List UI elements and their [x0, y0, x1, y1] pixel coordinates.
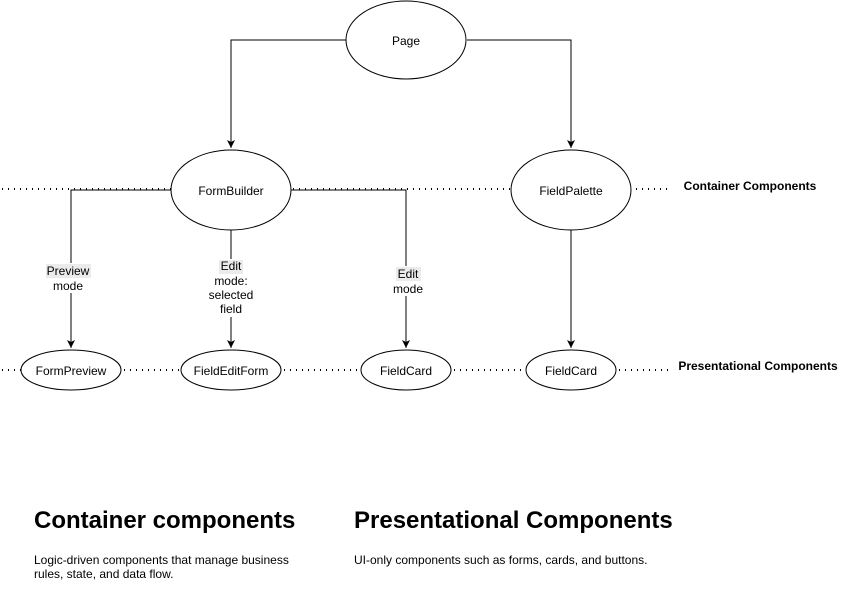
edge-page-to-formbuilder	[227, 39, 346, 148]
edge-label-line: field	[220, 302, 242, 316]
node-label: FormPreview	[36, 364, 107, 378]
edge-page-to-fieldpalette	[467, 39, 575, 148]
edge-label-line: Edit	[221, 259, 242, 273]
edge-label-edit-selected-field: Edit mode: selected field	[206, 259, 256, 317]
edge-label-line: selected	[209, 288, 254, 302]
tier-label-container: Container Components	[684, 179, 817, 193]
presentational-section-description: UI-only components such as forms, cards,…	[354, 553, 648, 567]
node-field-palette: FieldPalette	[510, 149, 632, 231]
edge-label-line: Edit	[398, 267, 419, 281]
node-label: FormBuilder	[198, 184, 263, 198]
edge-label-line: mode:	[214, 274, 247, 288]
node-page: Page	[345, 0, 467, 80]
edge-label-edit-mode: Edit mode	[391, 266, 423, 296]
edge-formbuilder-to-fieldcard	[291, 189, 410, 348]
edge-label-preview-mode: Preview mode	[46, 263, 91, 293]
edge-formbuilder-to-formpreview	[67, 189, 171, 348]
node-label: FieldPalette	[539, 184, 603, 198]
container-section-description: Logic-driven components that manage busi…	[34, 553, 289, 581]
node-label: FieldCard	[545, 364, 597, 378]
node-label: Page	[392, 34, 420, 48]
tier-label-presentational: Presentational Components	[678, 359, 838, 373]
node-field-card-edit: FieldCard	[360, 349, 452, 391]
edge-label-line: mode	[393, 282, 423, 296]
presentational-section-title: Presentational Components	[354, 507, 673, 534]
node-form-preview: FormPreview	[20, 349, 122, 391]
node-field-edit-form: FieldEditForm	[180, 349, 282, 391]
node-label: FieldEditForm	[194, 364, 269, 378]
node-label: FieldCard	[380, 364, 432, 378]
edge-label-line: mode	[53, 279, 83, 293]
edge-label-line: Preview	[47, 264, 90, 278]
container-section-title: Container components	[34, 507, 296, 534]
node-field-card-palette: FieldCard	[525, 349, 617, 391]
node-form-builder: FormBuilder	[170, 149, 292, 231]
